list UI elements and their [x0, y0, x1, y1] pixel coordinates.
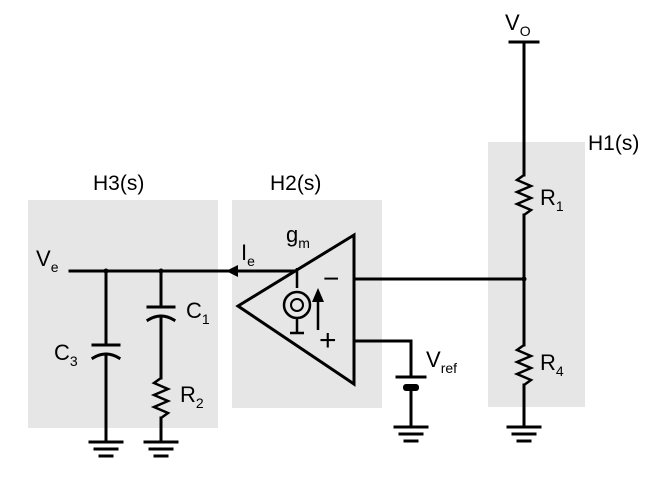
r1-label: R1	[540, 185, 564, 214]
c3-label: C3	[54, 340, 78, 369]
ie-arrow-icon	[226, 265, 238, 277]
ground-vref	[393, 425, 429, 443]
resistor-r1	[513, 173, 535, 217]
gm-label: gm	[286, 222, 310, 251]
block-h3-region	[28, 200, 218, 428]
r4-label: R4	[540, 350, 564, 379]
block-h1-region	[488, 142, 585, 407]
ground-r4	[506, 425, 542, 443]
block-h2-label: H2(s)	[270, 172, 321, 195]
ground-r2	[143, 440, 179, 458]
c1-label: C1	[186, 298, 210, 327]
current-source-icon	[282, 268, 312, 335]
ie-label: Ie	[241, 240, 255, 269]
resistor-r2	[150, 376, 172, 420]
block-h1-label: H1(s)	[588, 132, 639, 155]
r2-label: R2	[180, 382, 204, 411]
ground-c3	[88, 440, 124, 458]
noninverting-input-sign: +	[319, 324, 337, 357]
vref-label: Vref	[426, 347, 457, 376]
block-h2-region	[232, 200, 382, 408]
resistor-r4	[513, 343, 535, 387]
block-h3-label: H3(s)	[93, 172, 144, 195]
ve-label: Ve	[36, 246, 59, 275]
current-arrow-icon	[312, 288, 324, 330]
battery-vref-short-plate	[403, 384, 419, 391]
inverting-input-sign: −	[323, 263, 339, 294]
vo-label: VO	[505, 10, 531, 39]
